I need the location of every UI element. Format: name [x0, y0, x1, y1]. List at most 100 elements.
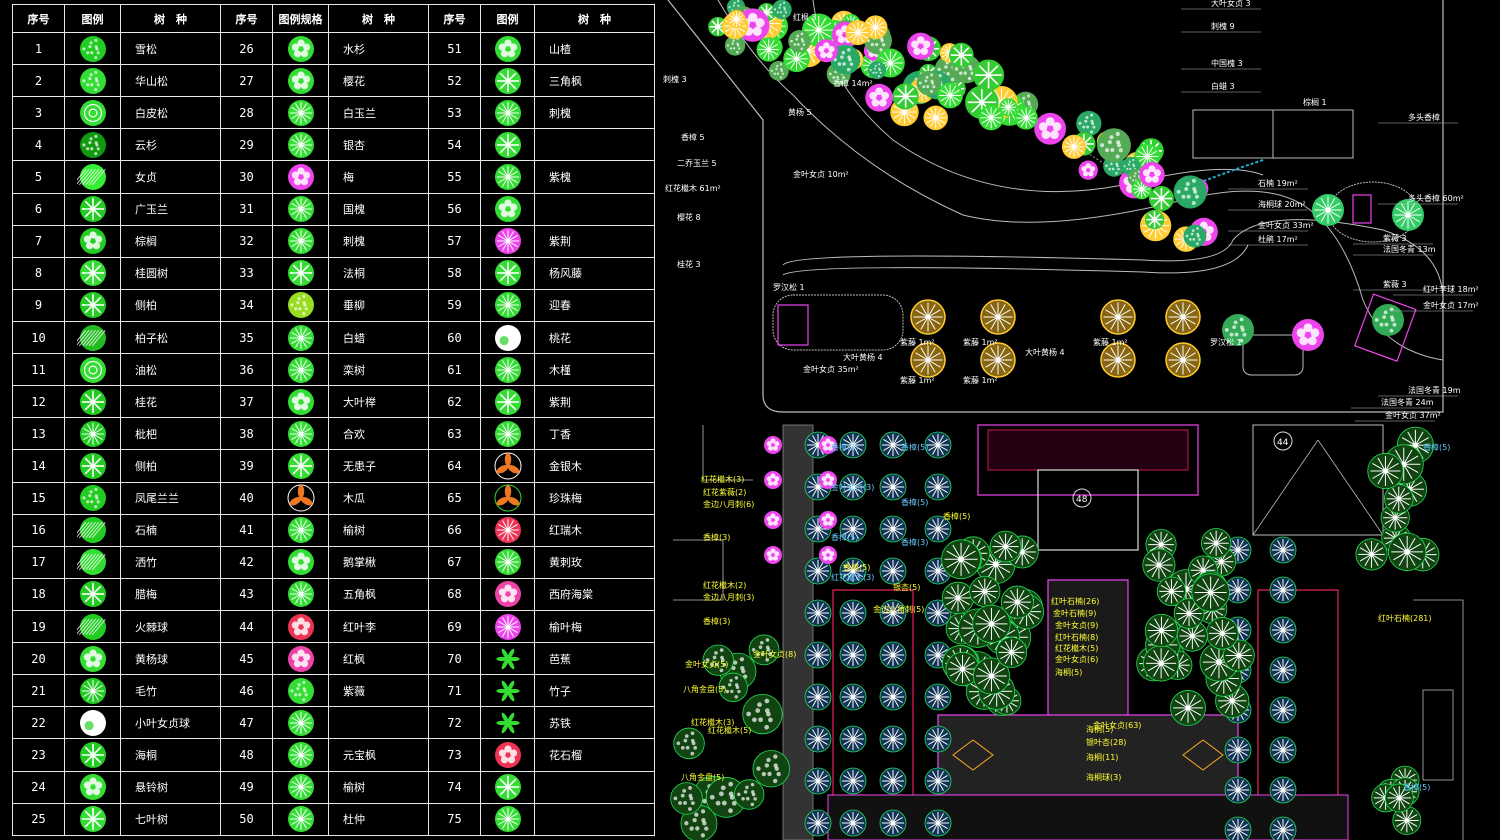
tree-symbol-icon: [64, 192, 121, 226]
plan-label: 红叶石楠(281): [1378, 613, 1432, 623]
legend-number: 4: [12, 128, 65, 162]
tree-symbol-icon: [272, 609, 329, 644]
legend-species: 侧柏: [120, 288, 221, 322]
legend-species: 凤尾兰兰: [120, 481, 221, 515]
legend-number: 27: [220, 64, 273, 98]
plan-label: 香樟(5): [1403, 782, 1430, 792]
legend-number: 17: [12, 545, 65, 579]
tree-symbol-icon: [76, 517, 106, 544]
legend-number: 64: [428, 449, 481, 483]
legend-species: 侧柏: [120, 449, 221, 483]
plan-label: 金叶女贞(6): [1055, 654, 1098, 664]
plan-tree: [839, 557, 867, 585]
legend-number: 38: [220, 417, 273, 451]
legend-number: 7: [12, 224, 65, 258]
legend-species: 白皮松: [120, 96, 221, 130]
plan-tree: [764, 436, 782, 454]
legend-number: 34: [220, 288, 273, 322]
tree-symbol-icon: [494, 67, 521, 94]
plan-tree: [804, 725, 832, 753]
legend-number: 67: [428, 545, 481, 579]
legend-number: 39: [220, 449, 273, 483]
plan-tree: [907, 32, 935, 60]
plan-tree: [1224, 816, 1252, 840]
legend-number: 53: [428, 96, 481, 130]
plan-label: 海桐球(3): [1086, 772, 1121, 782]
bottom-site-plan: 48 44 红花檵木(3)红花紫薇(2)金边八月刺(6)香樟(3)红花檵木(2)…: [670, 424, 1464, 840]
plan-tree: [724, 35, 746, 56]
plan-label: 香樟(5): [1423, 442, 1450, 452]
legend-species: 广玉兰: [120, 192, 221, 226]
tree-symbol-icon: [79, 452, 106, 479]
plan-tree: [1170, 690, 1206, 726]
plan-tree: [924, 683, 952, 711]
tree-symbol-icon: [287, 613, 314, 640]
tree-symbol-icon: [76, 549, 106, 576]
plan-label: 金叶女贞 17m²: [1423, 300, 1479, 310]
legend-number: 71: [428, 674, 481, 708]
plan-tree: [804, 557, 832, 585]
legend-number: 51: [428, 31, 481, 66]
plan-tree: [1224, 776, 1252, 804]
plan-label: 金叶女贞(8): [753, 649, 796, 659]
tree-symbol-icon: [64, 609, 121, 644]
legend-species: 花石榴: [534, 738, 655, 772]
top-plan-trees: [708, 0, 1424, 378]
header-symbol-2: 图例规格: [272, 4, 329, 33]
legend-species: 木瓜: [328, 481, 429, 515]
tree-symbol-icon: [79, 485, 106, 512]
header-no-1: 序号: [12, 4, 65, 33]
legend-species: 樱花: [328, 64, 429, 98]
tree-symbol-icon: [272, 802, 329, 837]
tree-symbol-icon: [272, 288, 329, 322]
tree-symbol-icon: [287, 517, 314, 544]
tree-symbol-icon: [79, 292, 106, 319]
legend-species: 洒竹: [120, 545, 221, 579]
legend-number: 36: [220, 353, 273, 387]
tree-symbol-icon: [480, 320, 535, 355]
tree-symbol-icon: [64, 642, 121, 676]
tree-symbol-icon: [480, 513, 535, 547]
legend-species: 迎春: [534, 288, 655, 322]
legend-species: 合欢: [328, 417, 429, 451]
legend-species: 云杉: [120, 128, 221, 162]
tree-symbol-icon: [480, 577, 535, 611]
tree-symbol-icon: [287, 131, 314, 158]
plan-tree: [839, 599, 867, 627]
bottom-plan-labels: 红花檵木(3)红花紫薇(2)金边八月刺(6)香樟(3)红花檵木(2)金边八月刺(…: [681, 442, 1450, 792]
tree-symbol-icon: [76, 324, 106, 351]
header-no-2: 序号: [220, 4, 273, 33]
legend-species: 毛竹: [120, 674, 221, 708]
plan-tree: [783, 45, 810, 73]
plan-tree: [1383, 484, 1414, 514]
plan-tree: [733, 779, 765, 810]
legend-species: 黄杨球: [120, 642, 221, 676]
plan-label: 香樟(5): [843, 562, 870, 572]
plan-tree: [1206, 617, 1239, 650]
plan-tree: [1312, 194, 1344, 226]
plan-label: 杜鹃 17m²: [1258, 234, 1298, 244]
legend-number: 44: [220, 609, 273, 644]
legend-species: 垂柳: [328, 288, 429, 322]
legend-number: 56: [428, 192, 481, 226]
plan-label: 香樟(3): [703, 616, 730, 626]
tree-symbol-icon: [272, 224, 329, 258]
plan-tree: [748, 634, 780, 666]
plan-label: 香樟(5): [901, 497, 928, 507]
tree-symbol-icon: [64, 353, 121, 387]
legend-number: 32: [220, 224, 273, 258]
legend-species: 紫荆: [534, 224, 655, 258]
plan-tree: [980, 299, 1016, 335]
plan-label: 大叶女贞 3: [1211, 0, 1251, 8]
legend-number: 66: [428, 513, 481, 547]
legend-number: 68: [428, 577, 481, 611]
tree-symbol-icon: [287, 677, 314, 704]
plan-tree: [768, 60, 789, 81]
legend-species: 桃花: [534, 320, 655, 355]
legend-species: 大叶榉: [328, 385, 429, 419]
